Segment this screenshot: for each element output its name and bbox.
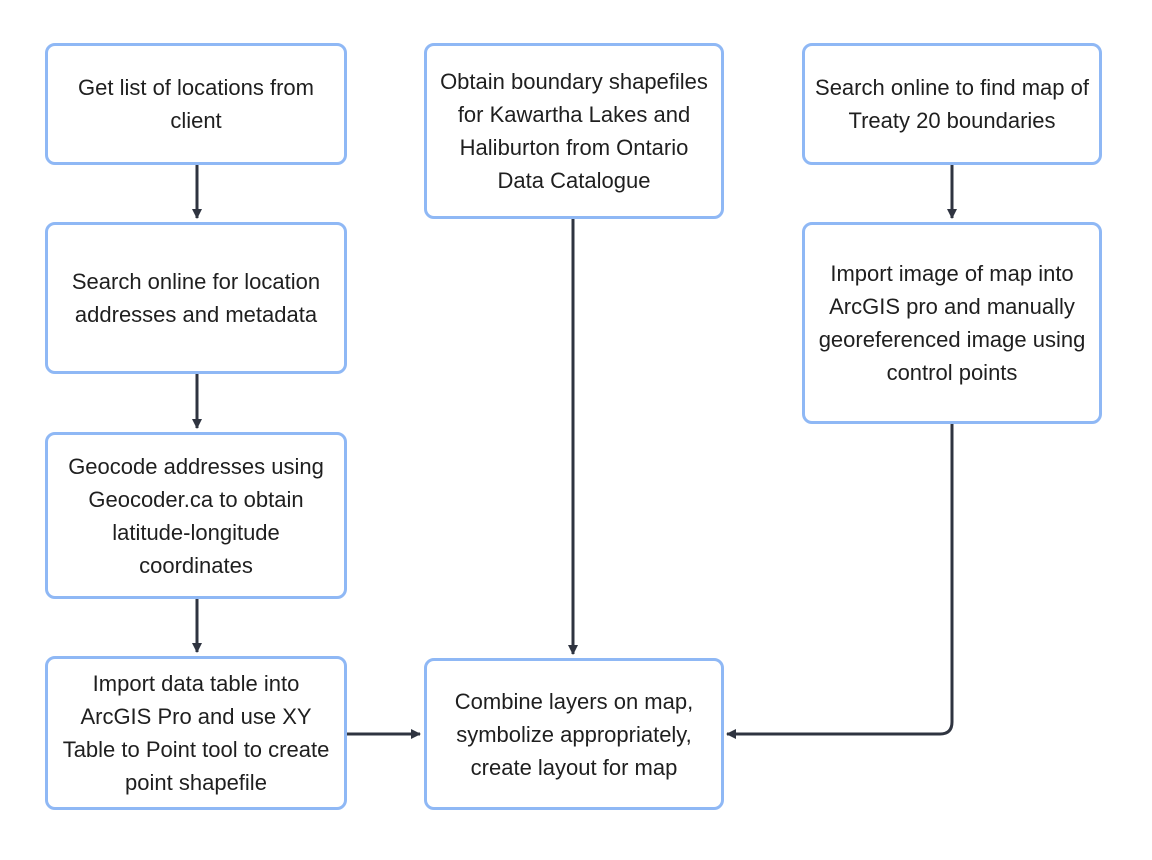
node-search-addresses-label: Search online for location addresses and…: [71, 269, 321, 327]
node-geocode-label: Geocode addresses using Geocoder.ca to o…: [68, 453, 324, 578]
node-get-list-label: Get list of locations from client: [78, 75, 314, 133]
node-import-image-label: Import image of map into ArcGIS pro and …: [818, 261, 1086, 385]
node-import-table-label: Import data table into ArcGIS Pro and us…: [62, 671, 330, 795]
node-search-treaty: Search online to find map of Treaty 20 b…: [802, 43, 1102, 165]
node-import-image: Import image of map into ArcGIS pro and …: [802, 222, 1102, 424]
node-combine-layers-label: Combine layers on map, symbolize appropr…: [454, 688, 694, 780]
node-obtain-boundary: Obtain boundary shapefiles for Kawartha …: [424, 43, 724, 219]
node-obtain-boundary-label: Obtain boundary shapefiles for Kawartha …: [440, 69, 708, 193]
node-get-list: Get list of locations from client: [45, 43, 347, 165]
node-import-table: Import data table into ArcGIS Pro and us…: [45, 656, 347, 810]
node-search-addresses: Search online for location addresses and…: [45, 222, 347, 374]
edge-import-image-to-combine-layers: [726, 424, 954, 739]
node-combine-layers: Combine layers on map, symbolize appropr…: [424, 658, 724, 810]
node-geocode: Geocode addresses using Geocoder.ca to o…: [45, 432, 347, 599]
node-search-treaty-label: Search online to find map of Treaty 20 b…: [815, 75, 1089, 133]
